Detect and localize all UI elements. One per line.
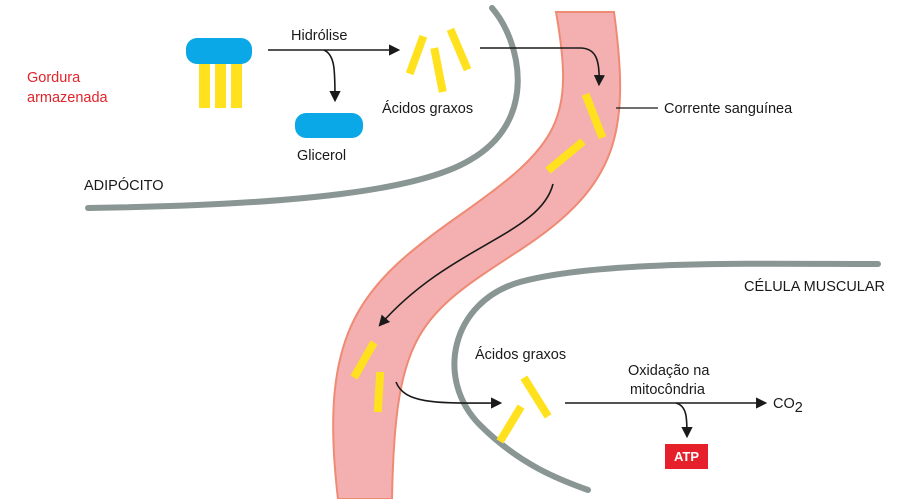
fatty-acids-adipocyte <box>411 33 466 88</box>
stored-fat-label-line1: Gordura <box>27 70 81 86</box>
oxidation-label-line2: mitocôndria <box>630 382 706 398</box>
adipocyte-label: ADIPÓCITO <box>84 177 164 194</box>
oxidation-label-line1: Oxidação na <box>628 363 710 379</box>
stored-fat-label-line2: armazenada <box>27 90 109 106</box>
blood-vessel <box>333 12 620 499</box>
fatty-acids-top-label: Ácidos graxos <box>382 100 473 117</box>
glycerol-label: Glicerol <box>297 148 346 164</box>
muscle-cell-label: CÉLULA MUSCULAR <box>744 278 885 295</box>
co2-label: CO2 <box>773 396 803 416</box>
atp-branch-arrow <box>676 403 687 436</box>
uptake-arrow <box>396 382 500 403</box>
atp-label: ATP <box>674 449 699 464</box>
fatty-acids-muscle <box>502 381 546 438</box>
glycerol-branch-arrow <box>324 50 335 100</box>
glycerol-molecule <box>295 113 363 138</box>
stored-fat-molecule <box>186 38 252 108</box>
co2-main: CO <box>773 396 795 412</box>
fatty-acids-bottom-label: Ácidos graxos <box>475 346 566 363</box>
bloodstream-label: Corrente sanguínea <box>664 101 793 117</box>
hydrolysis-label: Hidrólise <box>291 28 347 44</box>
co2-subscript: 2 <box>795 400 803 416</box>
